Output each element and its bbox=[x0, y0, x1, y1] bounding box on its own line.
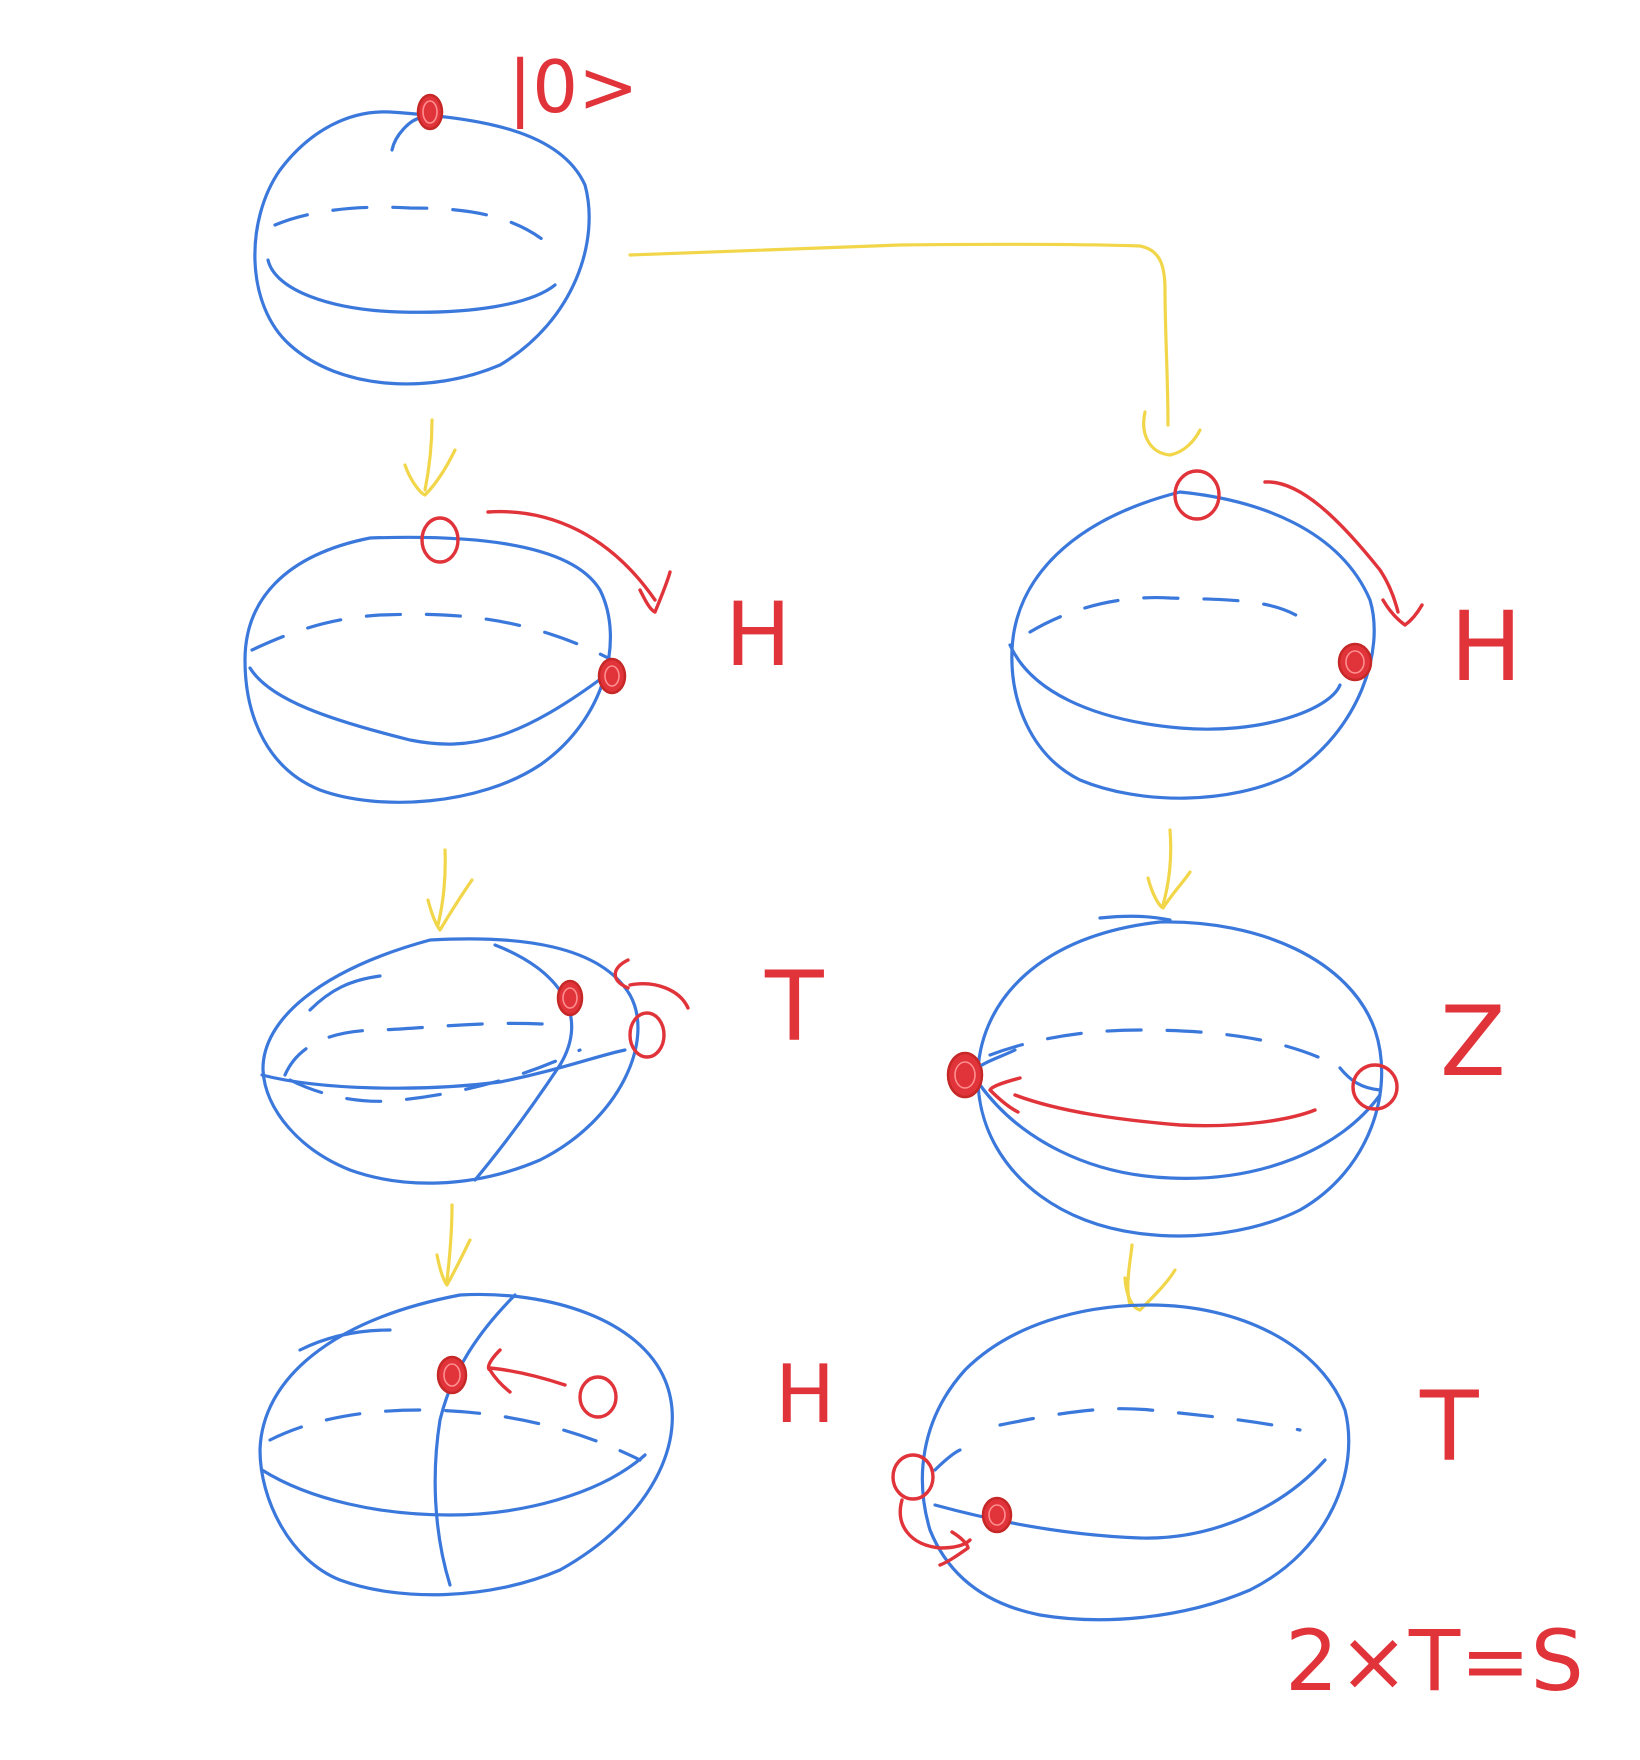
rotation-arrow bbox=[628, 982, 690, 1010]
flow-arrow-left-1 bbox=[403, 418, 457, 497]
state-dot-t-right bbox=[981, 1496, 1013, 1534]
flow-arrow-right-1 bbox=[1146, 828, 1192, 910]
rotation-arrow bbox=[486, 509, 657, 602]
identity-note: 2×T=S bbox=[1285, 1612, 1584, 1710]
rotation-arrow bbox=[1013, 1093, 1317, 1128]
sphere-right-h bbox=[1008, 469, 1424, 800]
previous-state-ring bbox=[1173, 469, 1221, 521]
state-dot-east bbox=[597, 657, 627, 695]
rotation-arrow bbox=[488, 1366, 567, 1387]
gate-label-left-3: H bbox=[775, 1348, 835, 1441]
ket-zero-label: |0> bbox=[508, 45, 638, 130]
sphere-right-z bbox=[946, 914, 1399, 1238]
state-dot-north bbox=[416, 93, 444, 131]
previous-state-ring bbox=[891, 1453, 935, 1501]
state-dot-east-right bbox=[1337, 642, 1373, 682]
previous-state-ring bbox=[1351, 1063, 1399, 1111]
rotation-arrow bbox=[1263, 480, 1400, 614]
previous-state-ring bbox=[628, 1011, 666, 1059]
rotation-arrow bbox=[898, 1498, 972, 1550]
flow-arrow-left-3 bbox=[435, 1203, 472, 1287]
gate-label-left-1: H bbox=[725, 583, 791, 686]
gate-label-right-2: Z bbox=[1440, 986, 1506, 1098]
sphere-left-h bbox=[243, 509, 672, 804]
sphere-right-t bbox=[891, 1303, 1351, 1622]
gate-label-right-1: H bbox=[1450, 591, 1522, 703]
previous-state-ring bbox=[578, 1375, 618, 1419]
flow-arrow-left-2 bbox=[426, 848, 474, 932]
gate-label-left-2: T bbox=[764, 951, 824, 1063]
gate-label-right-3: T bbox=[1419, 1371, 1479, 1483]
state-dot-h2 bbox=[436, 1355, 468, 1395]
flow-arrow-branch bbox=[628, 242, 1202, 457]
state-dot-west bbox=[946, 1051, 984, 1099]
previous-state-ring bbox=[420, 516, 460, 564]
flow-arrow-right-2 bbox=[1123, 1243, 1177, 1312]
sphere-initial bbox=[253, 93, 591, 386]
sphere-left-h2 bbox=[258, 1292, 674, 1597]
state-dot-t bbox=[556, 979, 584, 1017]
sphere-left-t bbox=[260, 937, 690, 1185]
